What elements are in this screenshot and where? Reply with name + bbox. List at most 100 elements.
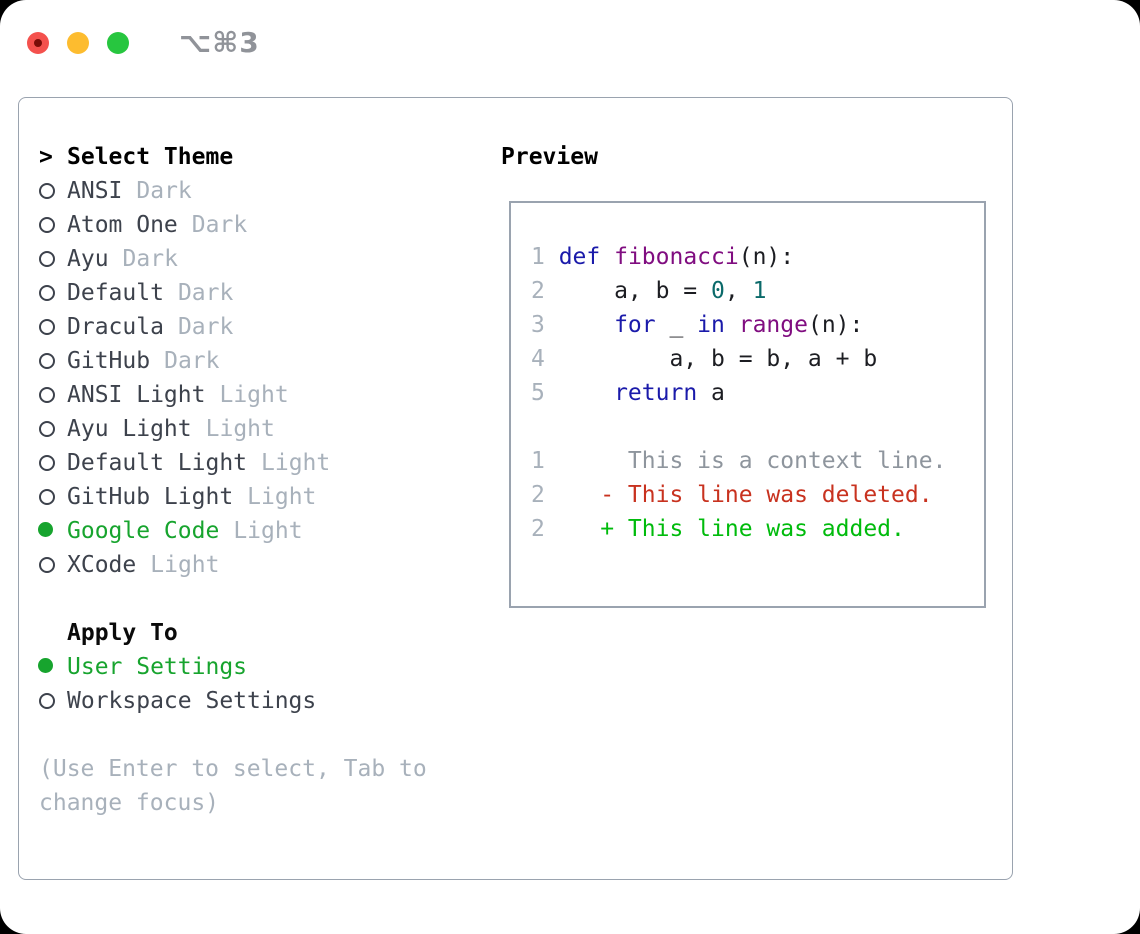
theme-item[interactable]: ANSI Dark [39,174,494,208]
minimize-button[interactable] [67,31,89,54]
theme-name: Default [67,280,164,306]
apply-option[interactable]: User Settings [38,650,494,684]
line-number: 4 [531,346,545,372]
code-token: a [697,380,725,406]
titlebar: ⌥⌘3 [27,26,260,59]
line-number: 2 [531,278,545,304]
code-token: (n): [807,312,864,338]
line-number: 1 [531,244,545,270]
theme-variant: Light [150,552,220,578]
code-token: a, b = b, a + b [558,346,878,372]
apply-option[interactable]: Workspace Settings [39,684,494,718]
line-number: 3 [531,312,545,338]
keyboard-hint: (Use Enter to select, Tab to change focus… [39,752,494,820]
window-title: ⌥⌘3 [179,26,260,59]
line-number: 2 [531,516,545,542]
code-line: 4 a, b = b, a + b [531,342,984,376]
theme-name: ANSI Light [67,382,206,408]
theme-item[interactable]: ANSI Light Light [39,378,494,412]
code-line: 3 for _ in range(n): [531,308,984,342]
apply-to-header: Apply To [39,616,494,650]
theme-variant: Dark [122,246,178,272]
theme-variant: Light [247,484,317,510]
select-theme-header: > Select Theme [39,140,494,174]
blank-line [531,410,984,444]
code-token: return [614,380,698,406]
theme-name: Dracula [67,314,164,340]
diff-line: 1 This is a context line. [531,444,984,478]
theme-variant: Dark [191,212,248,238]
code-token: a, b = [558,278,712,304]
theme-item[interactable]: GitHub Light Light [39,480,494,514]
code-token: 0 [711,278,725,304]
theme-name: Atom One [67,212,178,238]
theme-variant: Dark [177,280,234,306]
code-line: 2 a, b = 0, 1 [531,274,984,308]
theme-item[interactable]: Dracula Dark [39,310,494,344]
code-token: fibonacci [614,244,739,270]
theme-item[interactable]: Default Light Light [39,446,494,480]
theme-name: Ayu [67,246,109,272]
theme-name: Default Light [67,450,248,476]
zoom-button[interactable] [107,31,129,54]
theme-item[interactable]: GitHub Dark [39,344,494,378]
theme-name: GitHub Light [67,484,234,510]
apply-to-label: Apply To [67,620,178,646]
code-token [559,380,614,406]
code-token: in [697,312,725,338]
code-token: for [614,312,656,338]
line-number: 5 [531,380,545,406]
theme-variant: Dark [177,314,234,340]
theme-variant: Light [219,382,289,408]
theme-variant: Light [261,450,331,476]
code-token [559,312,614,338]
code-token [725,312,739,338]
theme-item[interactable]: XCode Light [39,548,494,582]
theme-name: Google Code [67,518,220,544]
hint-line: change focus) [39,790,220,816]
theme-variant: Dark [136,178,192,204]
code-token: _ [655,312,698,338]
code-token: 1 [752,278,767,304]
diff-text: - This line was deleted. [558,482,933,508]
theme-variant: Dark [164,348,220,374]
apply-option-name: User Settings [67,654,248,680]
hint-line: (Use Enter to select, Tab to [39,756,427,782]
diff-text: This is a context line. [558,448,947,474]
code-token: def [558,244,601,270]
theme-name: ANSI [67,178,123,204]
theme-variant: Light [233,518,303,544]
preview-label: Preview [501,144,598,170]
apply-option-name: Workspace Settings [67,688,317,714]
theme-name: GitHub [67,348,151,374]
diff-text: + This line was added. [558,516,905,542]
diff-line: 2 - This line was deleted. [531,478,984,512]
diff-block: 1 This is a context line.2 - This line w… [531,444,984,546]
theme-item[interactable]: Default Dark [39,276,494,310]
theme-name: XCode [67,552,137,578]
line-number: 2 [531,482,545,508]
code-token [600,244,614,270]
focus-caret-icon: > [39,144,53,170]
theme-variant: Light [205,416,275,442]
diff-line: 2 + This line was added. [531,512,984,546]
code-line: 1 def fibonacci(n): [531,240,984,274]
theme-item[interactable]: Atom One Dark [39,208,494,242]
theme-item[interactable]: Ayu Dark [39,242,494,276]
code-token: (n): [738,244,795,270]
select-theme-label: Select Theme [67,144,234,170]
code-line: 5 return a [531,376,984,410]
theme-item[interactable]: Google Code Light [38,514,494,548]
code-token: range [738,312,808,338]
line-number: 1 [531,448,545,474]
close-button[interactable] [27,31,49,54]
